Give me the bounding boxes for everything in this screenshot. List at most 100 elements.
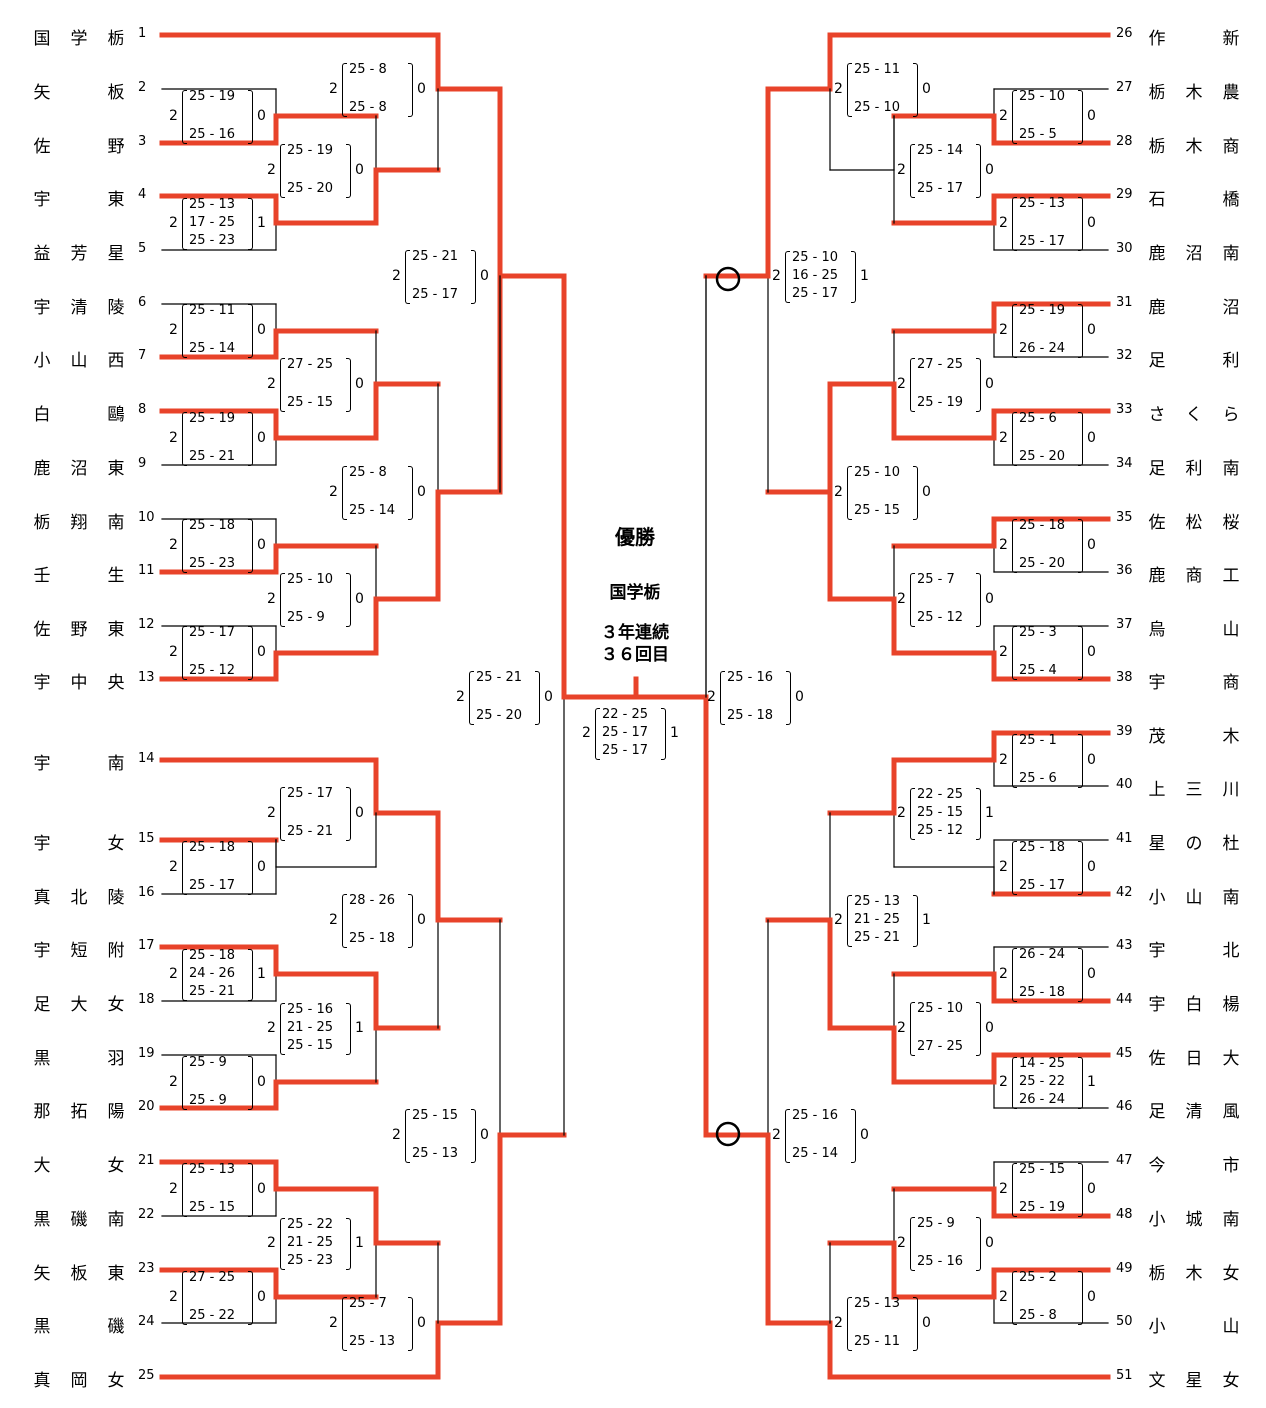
team-name-char: く [1185, 405, 1203, 425]
seed-number: 24 [138, 1314, 155, 1329]
set-score: 25 - 6 [1019, 411, 1057, 426]
sets-lost: 0 [417, 81, 426, 97]
bracket-left [1012, 1271, 1017, 1325]
team-name-char: 利 [1222, 351, 1240, 371]
team-name-char: 工 [1222, 566, 1240, 586]
seed-number: 15 [138, 831, 155, 846]
sets-lost: 0 [985, 1235, 994, 1251]
sets-won: 2 [456, 689, 465, 705]
sets-won: 2 [329, 1315, 338, 1331]
team-name-char: 新 [1222, 29, 1240, 49]
seed-number: 23 [138, 1261, 155, 1276]
marker-circle [715, 266, 741, 292]
seed-number: 31 [1116, 295, 1133, 310]
sets-won: 2 [707, 689, 716, 705]
bracket-right [1078, 90, 1083, 144]
bracket-right [346, 1003, 351, 1055]
set-score: 25 - 18 [1019, 518, 1066, 533]
seed-number: 37 [1116, 617, 1133, 632]
team-name-char: 三 [1185, 780, 1203, 800]
sets-lost: 0 [922, 1315, 931, 1331]
bracket-left [847, 1297, 852, 1351]
champion-streak: ３年連続 ３６回目 [560, 622, 710, 666]
bracket-left [182, 519, 187, 573]
seed-number: 8 [138, 402, 147, 417]
bracket-left [182, 841, 187, 895]
set-score: 25 - 17 [602, 725, 649, 740]
bracket-right [248, 949, 253, 1001]
set-score: 25 - 10 [854, 100, 901, 115]
team-name-char: 宇 [33, 941, 51, 961]
set-score: 25 - 17 [602, 743, 649, 758]
bracket-left [1012, 90, 1017, 144]
sets-lost: 0 [1087, 644, 1096, 660]
bracket-right [913, 1297, 918, 1351]
bracket-right [408, 466, 413, 520]
team-name-char: 板 [107, 83, 125, 103]
team-name-char: 佐 [1148, 1049, 1166, 1069]
bracket-right [976, 1217, 981, 1271]
set-score: 25 - 18 [189, 840, 236, 855]
seed-number: 27 [1116, 80, 1133, 95]
sets-lost: 0 [480, 1127, 489, 1143]
bracket-right [346, 144, 351, 198]
team-name-char: 宇 [1148, 995, 1166, 1015]
marker-circle [715, 1121, 741, 1147]
bracket-right [1078, 1271, 1083, 1325]
team-name-char: 大 [1222, 1049, 1240, 1069]
bracket-left [280, 573, 285, 627]
sets-lost: 0 [417, 1315, 426, 1331]
bracket-right [976, 358, 981, 412]
sets-won: 2 [897, 162, 906, 178]
sets-won: 2 [267, 1020, 276, 1036]
sets-won: 2 [999, 430, 1008, 446]
team-name-char: 鹿 [33, 459, 51, 479]
team-name-char: 中 [70, 673, 88, 693]
set-score: 21 - 25 [287, 1020, 334, 1035]
team-name-char: 利 [1185, 459, 1203, 479]
team-name-char: 翔 [70, 513, 88, 533]
team-name-char: 生 [107, 566, 125, 586]
bracket-right [346, 1218, 351, 1270]
team-name-char: 陵 [107, 888, 125, 908]
set-score: 25 - 3 [1019, 625, 1057, 640]
set-score: 27 - 25 [917, 1039, 964, 1054]
team-name-char: 山 [1185, 888, 1203, 908]
seed-number: 38 [1116, 670, 1133, 685]
set-score: 25 - 21 [476, 670, 523, 685]
bracket-left [1012, 841, 1017, 895]
set-score: 25 - 19 [189, 89, 236, 104]
set-score: 25 - 21 [854, 930, 901, 945]
seed-number: 44 [1116, 992, 1133, 1007]
bracket-left [1012, 1163, 1017, 1217]
sets-won: 2 [999, 215, 1008, 231]
seed-number: 33 [1116, 402, 1133, 417]
sets-lost: 0 [1087, 859, 1096, 875]
set-score: 25 - 14 [349, 503, 396, 518]
team-name-char: 商 [1222, 137, 1240, 157]
set-score: 25 - 21 [189, 984, 236, 999]
team-name-char: 女 [1222, 1371, 1240, 1391]
seed-number: 12 [138, 617, 155, 632]
seed-number: 35 [1116, 510, 1133, 525]
sets-lost: 1 [860, 268, 869, 284]
team-name-char: 作 [1148, 29, 1166, 49]
team-name-char: の [1185, 834, 1203, 854]
bracket-left [1012, 412, 1017, 466]
champion-title: 優勝 [615, 525, 655, 549]
